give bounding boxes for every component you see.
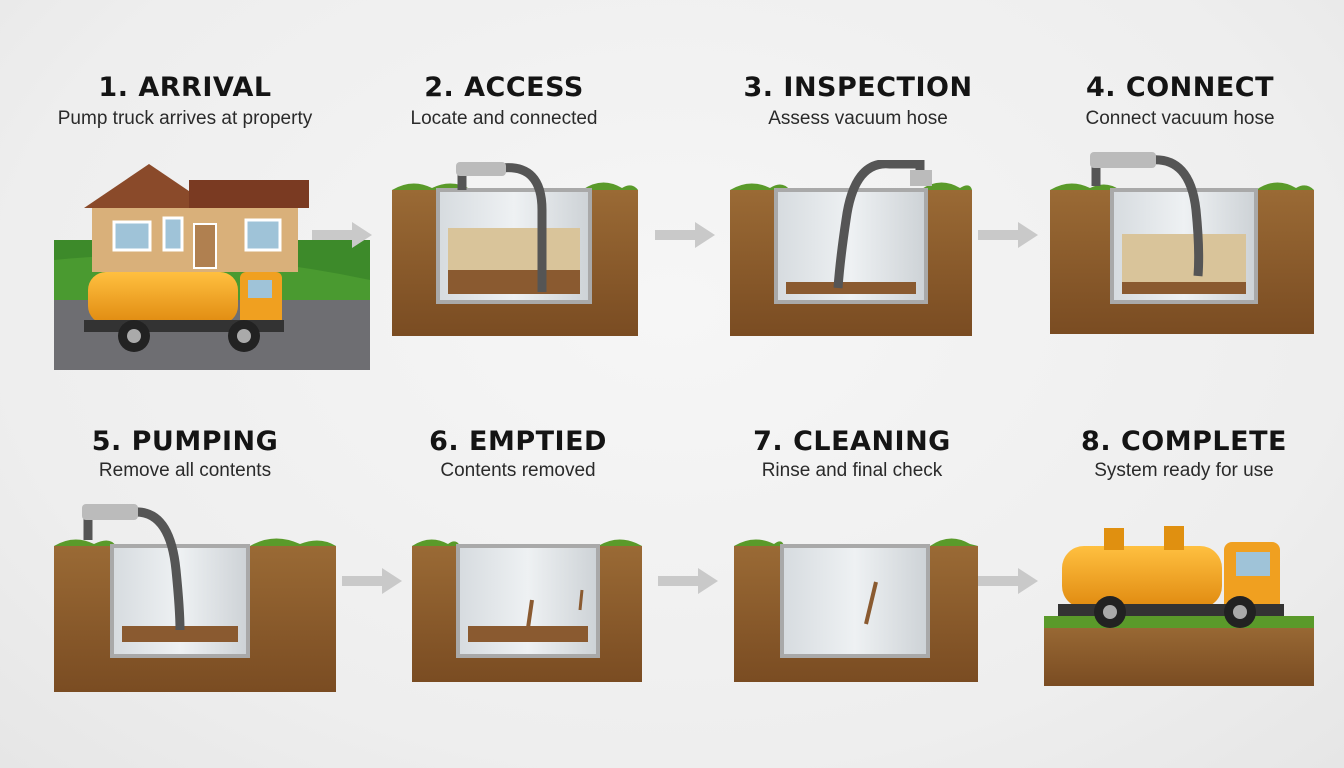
step-title: 4. CONNECT: [1085, 72, 1275, 103]
step-title: 8. COMPLETE: [1081, 426, 1287, 457]
arrow-right-icon: [978, 220, 1040, 250]
septic-tank-connect: [1050, 152, 1314, 334]
septic-tank-cleaning: [734, 538, 978, 682]
house-icon: [84, 164, 309, 272]
septic-tank-emptied: [412, 539, 642, 682]
step-subtitle: Remove all contents: [98, 460, 272, 481]
truck-icon: [1058, 526, 1284, 628]
step-subtitle: System ready for use: [1094, 460, 1274, 481]
step-subtitle: Assess vacuum hose: [768, 108, 948, 129]
step-subtitle: Contents removed: [440, 460, 596, 481]
step-title: 7. CLEANING: [753, 426, 951, 457]
step-subtitle: Connect vacuum hose: [1085, 108, 1275, 129]
step-title: 2. ACCESS: [424, 72, 584, 103]
septic-tank-access: [392, 162, 638, 336]
arrival-illustration: [54, 164, 370, 370]
step-title: 6. EMPTIED: [429, 426, 607, 457]
septic-tank-inspection: [730, 160, 972, 336]
arrow-right-icon: [312, 220, 374, 250]
arrow-right-icon: [342, 566, 404, 596]
septic-tank-pumping: [54, 504, 336, 692]
truck-icon: [84, 272, 284, 352]
arrow-right-icon: [658, 566, 720, 596]
step-subtitle: Rinse and final check: [761, 460, 943, 481]
complete-illustration: [1044, 526, 1314, 686]
arrow-right-icon: [978, 566, 1040, 596]
step-subtitle: Pump truck arrives at property: [57, 108, 313, 129]
arrow-right-icon: [655, 220, 717, 250]
step-title: 1. ARRIVAL: [98, 72, 272, 103]
step-title: 5. PUMPING: [91, 426, 279, 457]
step-title: 3. INSPECTION: [743, 72, 973, 103]
step-subtitle: Locate and connected: [410, 108, 598, 129]
